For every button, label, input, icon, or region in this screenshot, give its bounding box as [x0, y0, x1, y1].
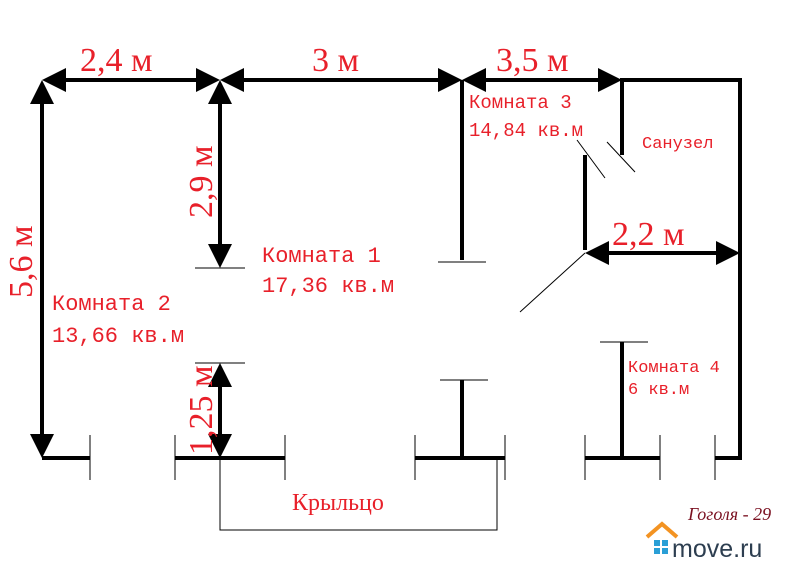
room1-area: 17,36 кв.м [262, 274, 394, 299]
bathroom-label: Санузел [642, 135, 713, 154]
room1-name: Комната 1 [262, 244, 381, 269]
dim-room1-height: 2,9 м [183, 145, 220, 218]
dim-top-mid: 3 м [312, 42, 359, 79]
watermark-text: move.ru [672, 535, 762, 563]
address-label: Гоголя - 29 [687, 504, 771, 524]
room3-name: Комната 3 [469, 92, 572, 114]
dim-bath-width: 2,2 м [612, 216, 685, 253]
room3-area: 14,84 кв.м [469, 120, 583, 142]
room4-area: 6 кв.м [628, 381, 689, 400]
house-roof-icon [645, 521, 679, 539]
dimension-arrows [30, 68, 740, 458]
walls [42, 78, 742, 460]
room4-name: Комната 4 [628, 359, 720, 378]
move-ru-logo: move.ru [645, 521, 762, 563]
porch-label: Крыльцо [292, 490, 384, 516]
room2-area: 13,66 кв.м [52, 324, 184, 349]
room2-name: Комната 2 [52, 292, 171, 317]
dim-top-left: 2,4 м [80, 42, 153, 79]
dim-left-height: 5,6 м [3, 225, 40, 298]
dim-top-right: 3,5 м [496, 42, 569, 79]
wall-ticks [89, 139, 716, 531]
dim-porch-depth: 1,25 м [183, 365, 220, 455]
